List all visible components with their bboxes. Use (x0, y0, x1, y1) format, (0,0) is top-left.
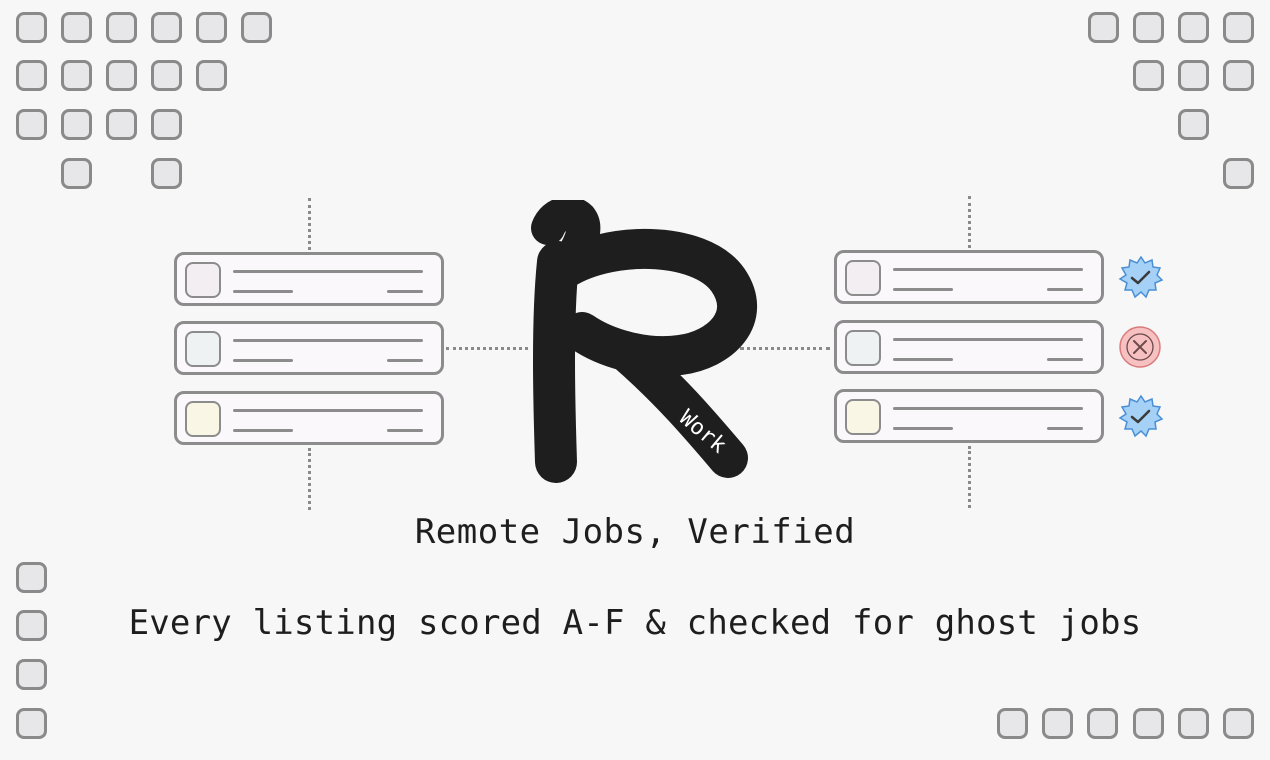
r-work-logo: Work (531, 200, 757, 483)
listing-thumbnail (185, 331, 221, 367)
dotted-connector (308, 198, 311, 250)
decorative-square (196, 60, 227, 91)
verified-check-badge-icon (1118, 394, 1164, 438)
listing-card (834, 320, 1104, 374)
decorative-square (16, 109, 47, 140)
decorative-square (1133, 60, 1164, 91)
decorative-square (16, 60, 47, 91)
decorative-square (1178, 708, 1209, 739)
decorative-square (1042, 708, 1073, 739)
dotted-connector (968, 446, 971, 508)
listing-thumbnail (845, 260, 881, 296)
verified-check-badge-icon (1118, 255, 1164, 299)
listing-meta-line (893, 427, 953, 430)
listing-thumbnail (845, 399, 881, 435)
listing-title-line (233, 409, 423, 412)
dotted-connector (308, 448, 311, 510)
decorative-square (16, 562, 47, 593)
listing-title-line (233, 270, 423, 273)
listing-title-line (233, 339, 423, 342)
decorative-square (1223, 12, 1254, 43)
decorative-square (16, 12, 47, 43)
listing-card (834, 389, 1104, 443)
decorative-square (1133, 12, 1164, 43)
listing-meta-line (893, 358, 953, 361)
decorative-square (106, 60, 137, 91)
decorative-square (61, 158, 92, 189)
decorative-square (1087, 708, 1118, 739)
decorative-square (61, 12, 92, 43)
listing-meta-line (233, 290, 293, 293)
listing-card (174, 252, 444, 306)
listing-meta-line (893, 288, 953, 291)
listing-title-line (893, 338, 1083, 341)
dotted-connector (968, 196, 971, 248)
subtitle: Every listing scored A-F & checked for g… (128, 603, 1142, 643)
listing-thumbnail (845, 330, 881, 366)
listing-meta-line (233, 359, 293, 362)
decorative-square (151, 158, 182, 189)
decorative-square (241, 12, 272, 43)
decorative-square (1223, 60, 1254, 91)
decorative-square (1088, 12, 1119, 43)
listing-meta-line (387, 359, 423, 362)
listing-meta-line (1047, 358, 1083, 361)
listing-title-line (893, 407, 1083, 410)
decorative-square (1178, 60, 1209, 91)
listing-thumbnail (185, 401, 221, 437)
decorative-square (151, 60, 182, 91)
dotted-connector (446, 347, 528, 350)
decorative-square (16, 708, 47, 739)
listing-title-line (893, 268, 1083, 271)
listing-card (174, 321, 444, 375)
dotted-connector (740, 347, 830, 350)
listing-meta-line (1047, 427, 1083, 430)
listing-meta-line (233, 429, 293, 432)
listing-card (834, 250, 1104, 304)
decorative-square (16, 610, 47, 641)
decorative-square (106, 12, 137, 43)
decorative-square (1223, 708, 1254, 739)
rejected-x-circle-icon (1119, 326, 1161, 368)
decorative-square (1133, 708, 1164, 739)
decorative-square (16, 659, 47, 690)
listing-meta-line (387, 429, 423, 432)
decorative-square (1223, 158, 1254, 189)
decorative-square (1178, 109, 1209, 140)
decorative-square (61, 109, 92, 140)
decorative-square (151, 109, 182, 140)
listing-meta-line (387, 290, 423, 293)
decorative-square (196, 12, 227, 43)
decorative-square (106, 109, 137, 140)
decorative-square (1178, 12, 1209, 43)
listing-thumbnail (185, 262, 221, 298)
tagline: Remote Jobs, Verified (414, 512, 856, 552)
decorative-square (151, 12, 182, 43)
listing-card (174, 391, 444, 445)
decorative-square (61, 60, 92, 91)
listing-meta-line (1047, 288, 1083, 291)
decorative-square (997, 708, 1028, 739)
